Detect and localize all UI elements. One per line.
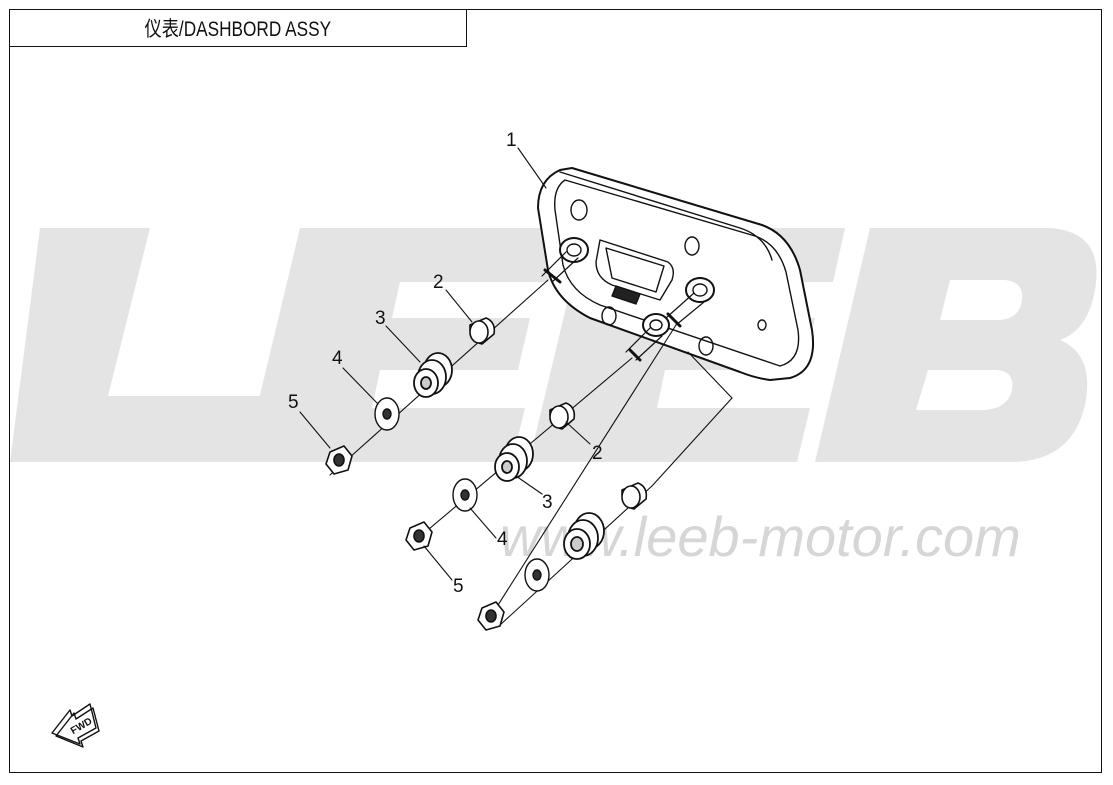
callout-labels: 1 2 2 3 3 4 4 5 5 <box>288 130 603 597</box>
nut-part-5 <box>325 445 505 631</box>
callout-leaders <box>299 147 591 581</box>
drawing-frame <box>9 9 1102 773</box>
grommet-part-3 <box>413 352 605 560</box>
callout-2b: 2 <box>592 443 603 464</box>
fwd-arrow-icon: FWD <box>51 703 100 748</box>
callout-4a: 4 <box>332 348 343 369</box>
dashboard-body <box>537 167 814 381</box>
washer-part-4 <box>374 397 550 592</box>
callout-1: 1 <box>506 130 517 151</box>
callout-5a: 5 <box>288 392 299 413</box>
callout-3a: 3 <box>375 308 386 329</box>
callout-2a: 2 <box>433 272 444 293</box>
title-box: 仪表/DASHBORD ASSY <box>9 9 467 47</box>
mounting-stud <box>541 251 705 362</box>
callout-5b: 5 <box>453 576 464 597</box>
spacer-part-2 <box>469 317 648 510</box>
callout-4b: 4 <box>497 529 508 550</box>
page-title: 仪表/DASHBORD ASSY <box>144 18 332 41</box>
callout-3b: 3 <box>542 492 553 513</box>
